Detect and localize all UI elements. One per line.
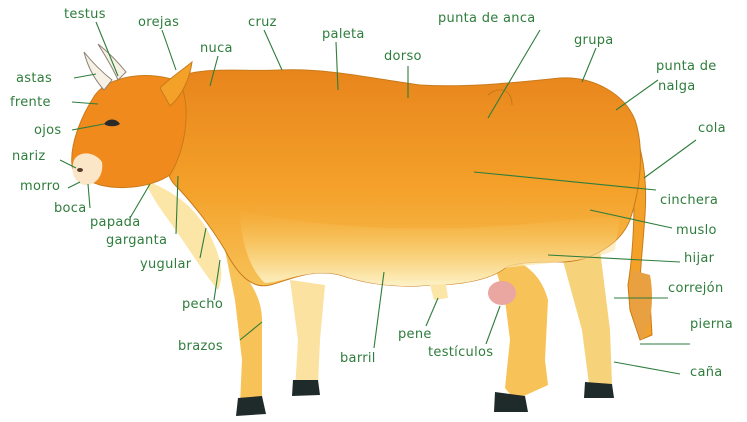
leader-boca [88, 184, 90, 208]
hind-leg-far [560, 250, 612, 392]
hoof-front-far [292, 380, 320, 396]
leader-cruz [264, 30, 282, 70]
front-leg-far [290, 280, 325, 390]
leader-cana [614, 362, 680, 374]
label-testiculos: testículos [428, 346, 493, 360]
nostril [77, 168, 83, 172]
label-yugular: yugular [140, 258, 191, 272]
label-correjon: correjón [668, 282, 723, 296]
label-pene: pene [398, 328, 432, 342]
label-cruz: cruz [248, 16, 277, 30]
leader-cola [644, 140, 696, 178]
label-papada: papada [90, 216, 140, 230]
label-cinchera: cinchera [660, 194, 718, 208]
label-paleta: paleta [322, 28, 365, 42]
label-brazos: brazos [178, 340, 223, 354]
label-orejas: orejas [138, 16, 179, 30]
sheath-shape [430, 284, 448, 300]
leader-testus [96, 22, 118, 76]
label-pierna: pierna [690, 318, 733, 332]
label-ojos: ojos [34, 124, 62, 138]
label-cana: caña [690, 366, 723, 380]
label-pecho: pecho [182, 298, 223, 312]
leader-pene [426, 298, 438, 326]
label-muslo: muslo [676, 224, 717, 238]
leader-orejas [162, 30, 176, 70]
leader-testiculos [486, 306, 500, 344]
testicles-shape [488, 281, 516, 305]
leader-grupa [582, 48, 596, 82]
label-testus: testus [64, 8, 106, 22]
leader-astas [74, 74, 96, 78]
label-frente: frente [10, 96, 51, 110]
label-astas: astas [16, 72, 52, 86]
label-boca: boca [54, 202, 87, 216]
leader-papada [130, 184, 150, 218]
label-morro: morro [20, 180, 60, 194]
label-barril: barril [340, 352, 376, 366]
leader-morro [68, 182, 80, 188]
label-nuca: nuca [200, 42, 233, 56]
label-dorso: dorso [384, 50, 422, 64]
label-cola: cola [698, 122, 726, 136]
label-hijar: hijar [684, 252, 714, 266]
label-punta-de-nalga-line2: nalga [658, 80, 696, 94]
label-punta-de-nalga-line1: punta de [656, 60, 717, 74]
label-punta-de-anca: punta de anca [438, 12, 536, 26]
hoof-front-near [236, 396, 266, 416]
label-nariz: nariz [12, 150, 46, 164]
label-grupa: grupa [574, 34, 614, 48]
leader-punta-de-nalga [616, 80, 658, 110]
label-garganta: garganta [106, 234, 167, 248]
hoof-hind-far [584, 382, 614, 398]
